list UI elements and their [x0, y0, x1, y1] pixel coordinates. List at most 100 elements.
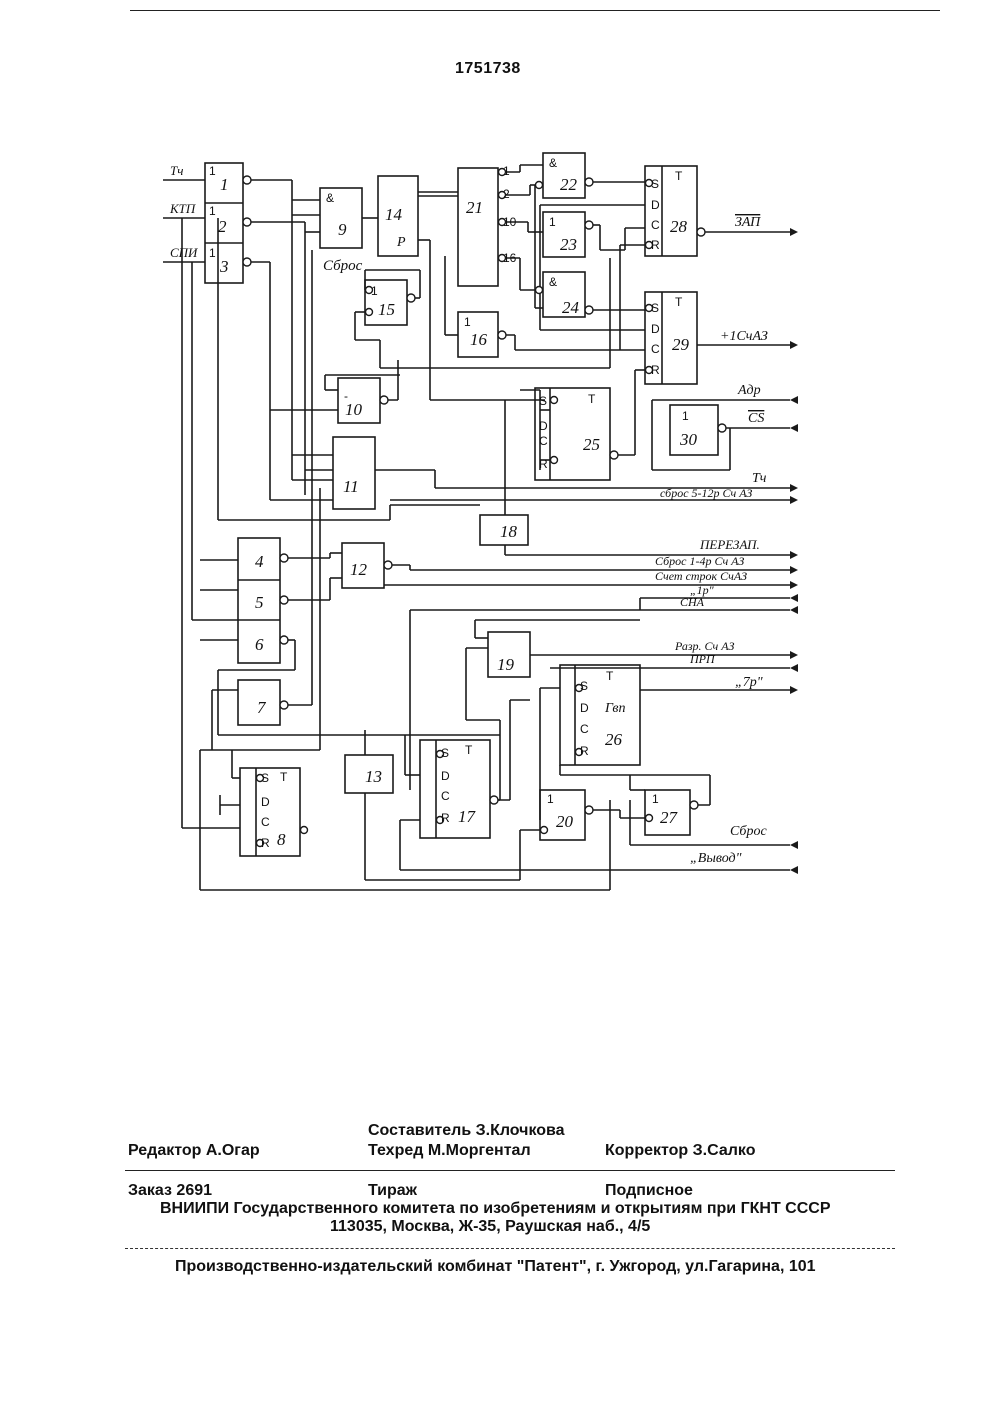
block-label-sbros: Сброс — [323, 258, 363, 274]
output-label-schet: Счет строк СчАЗ — [655, 569, 747, 583]
svg-text:D: D — [580, 701, 589, 715]
svg-text:R: R — [580, 744, 589, 758]
svg-text:C: C — [651, 218, 660, 232]
input-label-ktn: КТП — [169, 201, 197, 216]
sostavitel: Составитель З.Клочкова — [368, 1122, 565, 1140]
block-21 — [458, 168, 498, 286]
footer-rule-2 — [125, 1248, 895, 1249]
output-label-sbros: Сброс — [730, 824, 767, 839]
block-label-7: 7 — [257, 698, 267, 717]
svg-text:1: 1 — [209, 204, 216, 218]
output-label-sna: СНА — [680, 595, 705, 609]
svg-text:T: T — [675, 295, 683, 309]
block-26-gvp-label: Гвп — [604, 701, 626, 716]
svg-text:S: S — [651, 301, 659, 315]
svg-text:16: 16 — [503, 251, 517, 265]
svg-text:T: T — [588, 392, 596, 406]
block-label-21: 21 — [466, 198, 483, 217]
svg-text:C: C — [539, 434, 548, 448]
output-label-prp: ПРП — [689, 652, 716, 666]
svg-text:1: 1 — [371, 284, 378, 298]
tehred: Техред М.Моргентал — [368, 1142, 531, 1160]
block-label-28: 28 — [670, 217, 688, 236]
block-label-14: 14 — [385, 205, 403, 224]
svg-text:S: S — [580, 679, 588, 693]
svg-text:T: T — [675, 169, 683, 183]
svg-text:2: 2 — [503, 187, 510, 201]
svg-text:R: R — [651, 363, 660, 377]
output-label-adr: Адр — [737, 383, 761, 398]
block-8 — [240, 768, 300, 856]
block-label-18: 18 — [500, 522, 518, 541]
svg-text:R: R — [651, 238, 660, 252]
block-label-12: 12 — [350, 560, 368, 579]
block-label-20: 20 — [556, 812, 574, 831]
block-label-11: 11 — [343, 477, 359, 496]
block-label-17: 17 — [458, 807, 477, 826]
output-label-sbros-1-4: Сброс 1-4р Сч АЗ — [655, 554, 744, 568]
block-label-1: 1 — [220, 175, 229, 194]
svg-text:&: & — [549, 275, 557, 289]
zakaz: Заказ 2691 — [128, 1182, 212, 1200]
svg-text:&: & — [326, 191, 334, 205]
svg-text:D: D — [651, 198, 660, 212]
svg-text:C: C — [580, 722, 589, 736]
svg-text:C: C — [261, 815, 270, 829]
kombinat: Производственно-издательский комбинат "П… — [175, 1258, 816, 1276]
svg-text:1: 1 — [464, 315, 471, 329]
block-26 — [560, 665, 640, 765]
output-label-sbros-5-12: сброс 5-12р Сч АЗ — [660, 486, 752, 500]
block-label-24: 24 — [562, 298, 580, 317]
input-label-tch: Тч — [170, 163, 183, 178]
input-label-spi: СПИ — [170, 245, 198, 260]
block-label-6: 6 — [255, 635, 264, 654]
block-label-22: 22 — [560, 175, 578, 194]
circuit-diagram: 1 2 3 4 5 6 7 8 9 10 11 12 13 14 15 16 1… — [0, 0, 1000, 1000]
svg-text:S: S — [441, 746, 449, 760]
svg-text:R: R — [539, 457, 548, 471]
korrektor: Корректор З.Салко — [605, 1142, 755, 1160]
block-label-29: 29 — [672, 335, 690, 354]
svg-text:1: 1 — [547, 792, 554, 806]
block-label-15: 15 — [378, 300, 395, 319]
svg-text:T: T — [280, 770, 288, 784]
address: 113035, Москва, Ж-35, Раушская наб., 4/5 — [330, 1218, 650, 1236]
block-17 — [420, 740, 490, 838]
block-label-8: 8 — [277, 830, 286, 849]
svg-text:D: D — [651, 322, 660, 336]
svg-text:&: & — [549, 156, 557, 170]
podpisnoe: Подписное — [605, 1182, 693, 1200]
output-label-tch: Тч — [752, 471, 767, 486]
svg-text:S: S — [261, 771, 269, 785]
block-label-4: 4 — [255, 552, 264, 571]
block-label-27: 27 — [660, 808, 679, 827]
block-label-3: 3 — [219, 257, 229, 276]
block-label-30: 30 — [679, 430, 698, 449]
svg-text:T: T — [465, 743, 473, 757]
block-label-9: 9 — [338, 220, 347, 239]
svg-text:R: R — [441, 811, 450, 825]
svg-text:1: 1 — [682, 409, 689, 423]
block-label-23: 23 — [560, 235, 577, 254]
output-label-zap: ЗАП — [735, 215, 761, 230]
svg-text:1: 1 — [209, 164, 216, 178]
tirazh: Тираж — [368, 1182, 417, 1200]
footer-rule-1 — [125, 1170, 895, 1171]
output-label-razr: Разр. Сч АЗ — [674, 639, 734, 653]
vniipi: ВНИИПИ Государственного комитета по изоб… — [160, 1200, 831, 1218]
block-11 — [333, 437, 375, 509]
block-label-16: 16 — [470, 330, 488, 349]
output-label-vyvod: „Вывод" — [690, 851, 742, 866]
output-label-perezap: ПЕРЕЗАП. — [699, 537, 760, 552]
svg-text:1: 1 — [652, 792, 659, 806]
svg-text:D: D — [261, 795, 270, 809]
svg-text:D: D — [539, 419, 548, 433]
svg-text:T: T — [606, 669, 614, 683]
block-14-p-label: P — [396, 235, 406, 250]
svg-text:S: S — [651, 177, 659, 191]
block-label-5: 5 — [255, 593, 264, 612]
block-label-25: 25 — [583, 435, 600, 454]
svg-text:C: C — [651, 342, 660, 356]
svg-text:-: - — [344, 389, 348, 403]
block-label-19: 19 — [497, 655, 515, 674]
